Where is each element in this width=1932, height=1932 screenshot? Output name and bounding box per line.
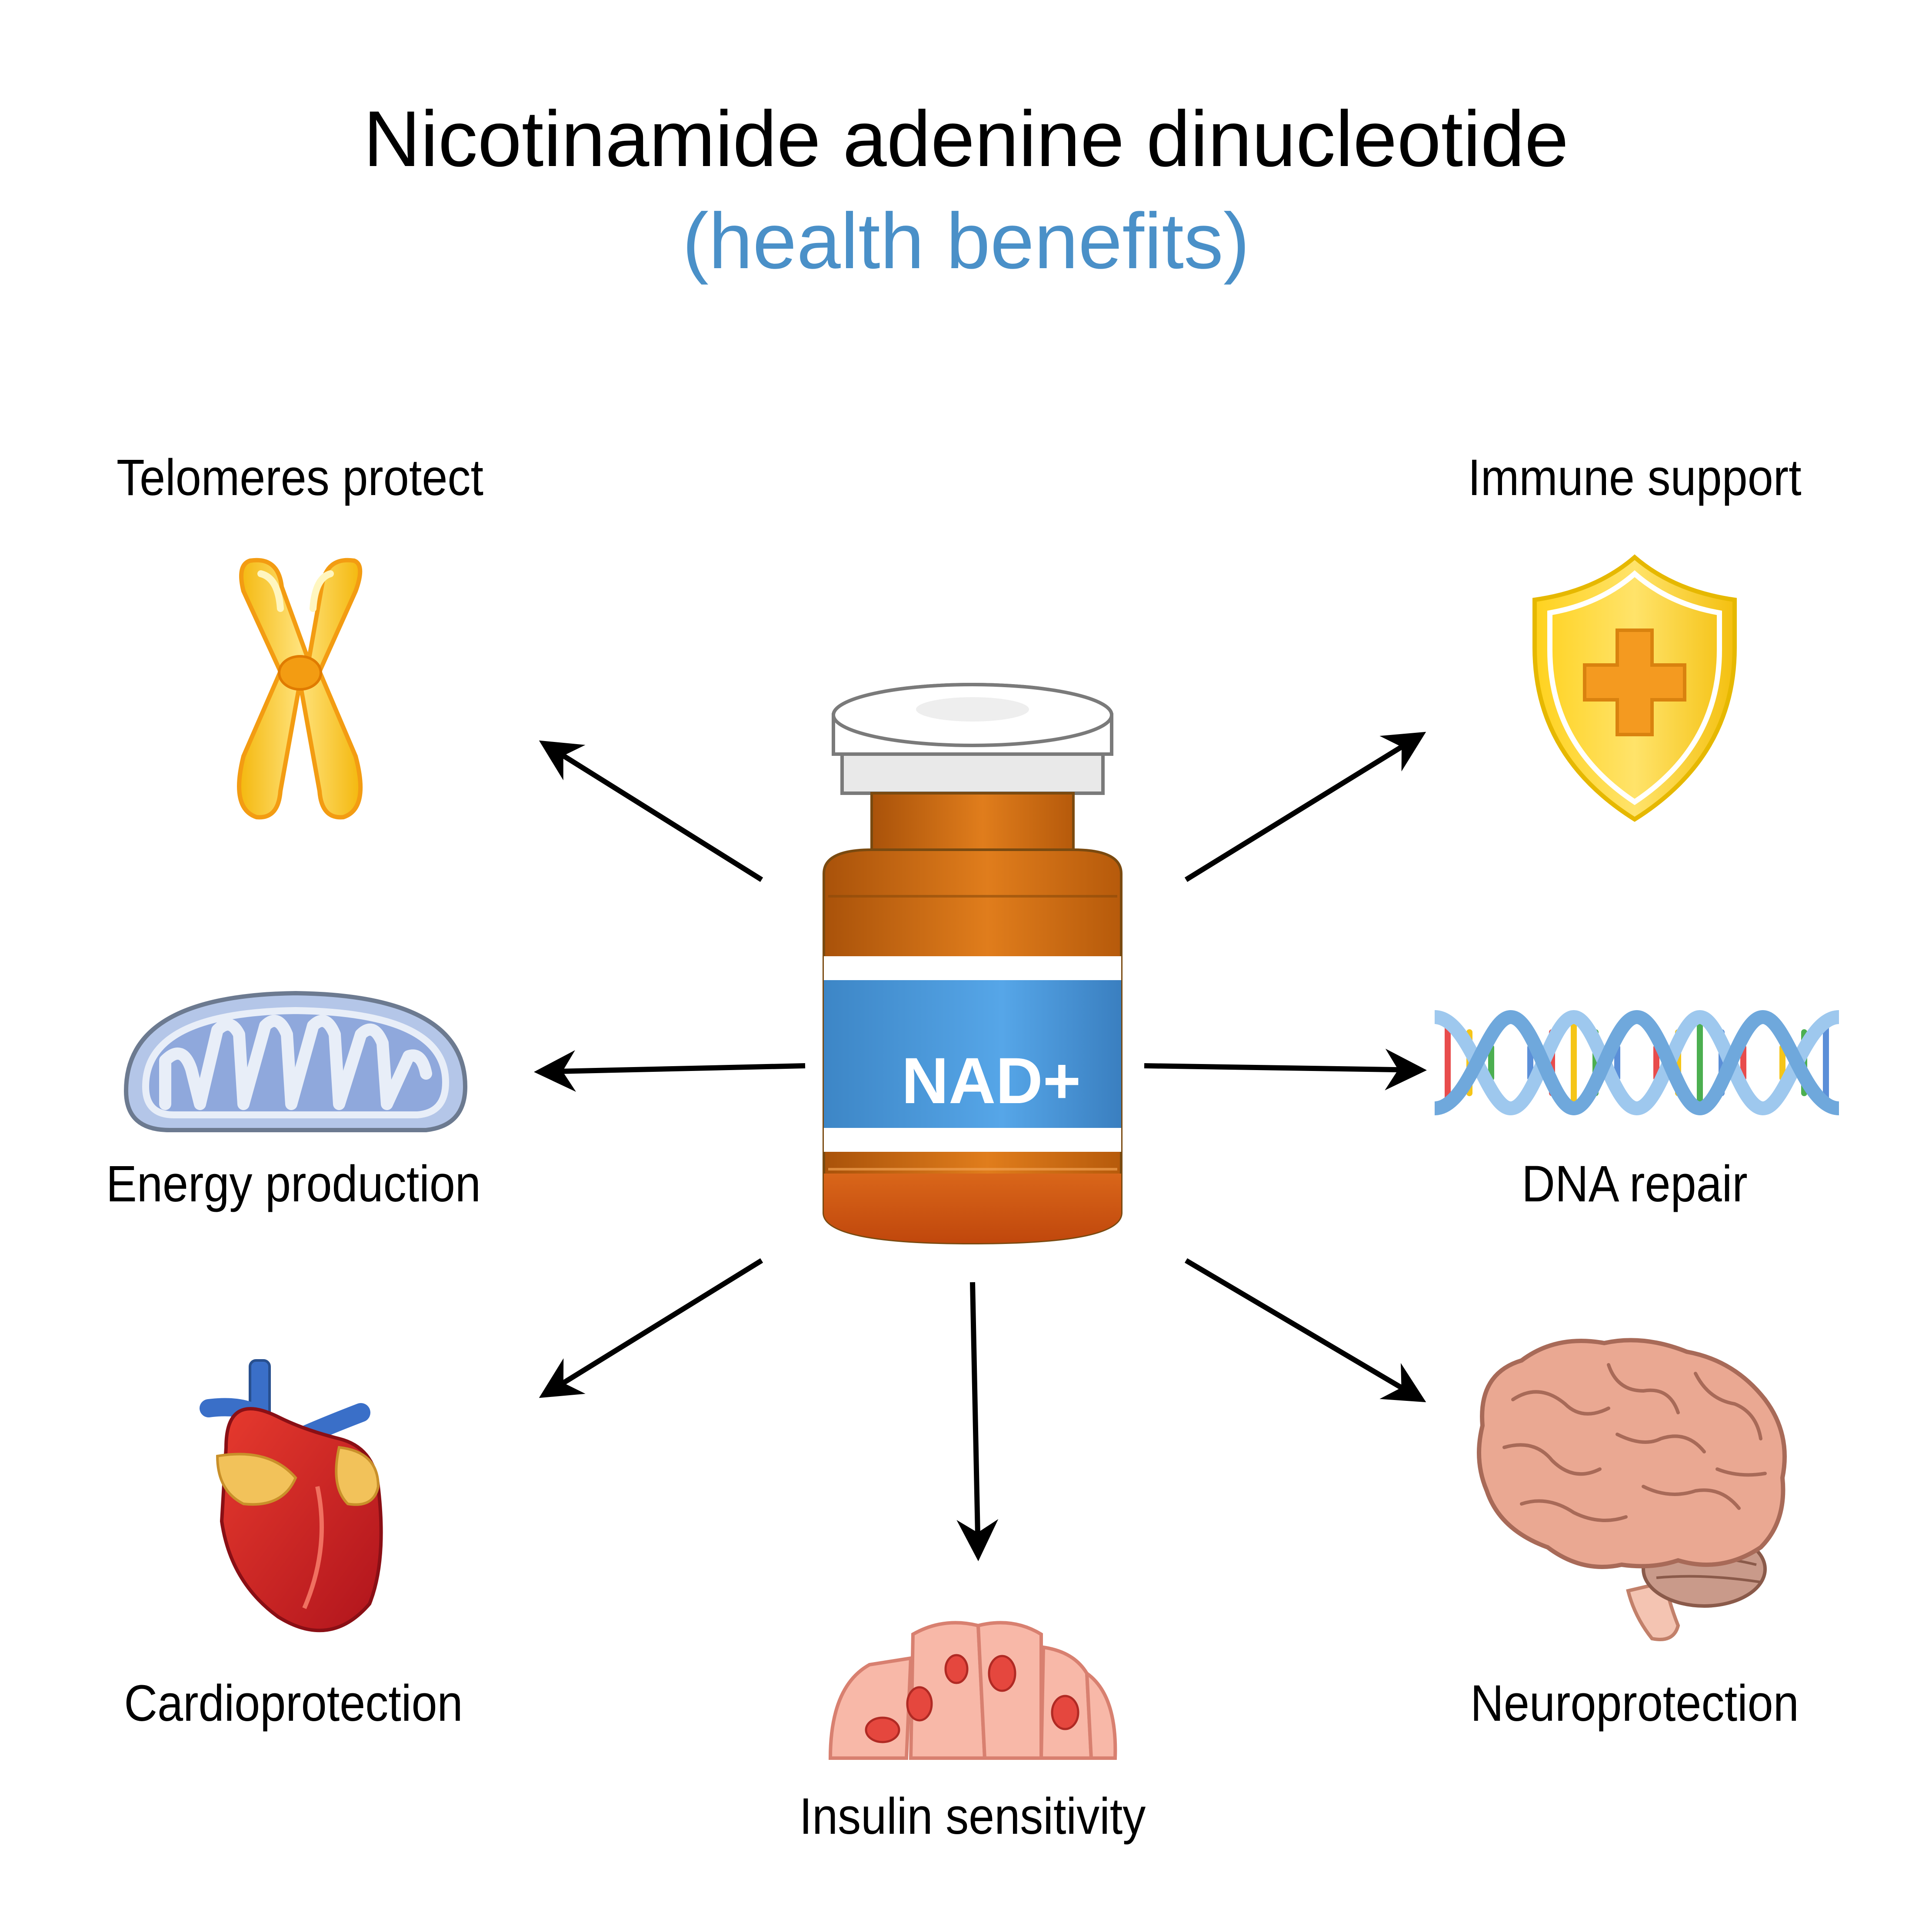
label-dna: DNA repair [1522, 1155, 1748, 1213]
arrow-to-telomeres [539, 740, 763, 882]
arrow-to-energy [534, 1050, 806, 1092]
label-cardio: Cardioprotection [124, 1675, 463, 1732]
shield-icon [1532, 554, 1737, 822]
page-subtitle: (health benefits) [682, 196, 1250, 285]
nad-vial: NAD+ [823, 683, 1123, 1245]
label-neuro: Neuroprotection [1470, 1675, 1799, 1732]
label-insulin: Insulin sensitivity [799, 1788, 1146, 1845]
heart-icon [200, 1359, 383, 1633]
arrow-to-insulin [956, 1282, 999, 1561]
arrow-to-neuro [1184, 1258, 1426, 1403]
brain-icon [1477, 1338, 1787, 1641]
arrow-to-immune [1184, 732, 1426, 882]
chromosome-icon [237, 558, 363, 820]
label-telomeres: Telomeres protect [116, 449, 484, 506]
arrow-to-dna [1144, 1048, 1427, 1091]
label-immune: Immune support [1468, 449, 1802, 506]
arrows [534, 732, 1427, 1561]
vial-label: NAD+ [902, 1044, 1081, 1117]
label-energy: Energy production [106, 1155, 481, 1213]
mitochondrion-icon [123, 991, 468, 1132]
cells-icon [828, 1621, 1117, 1760]
arrow-to-cardio [539, 1258, 763, 1398]
dna-icon [1434, 1010, 1840, 1116]
page-title: Nicotinamide adenine dinucleotide [363, 94, 1569, 183]
